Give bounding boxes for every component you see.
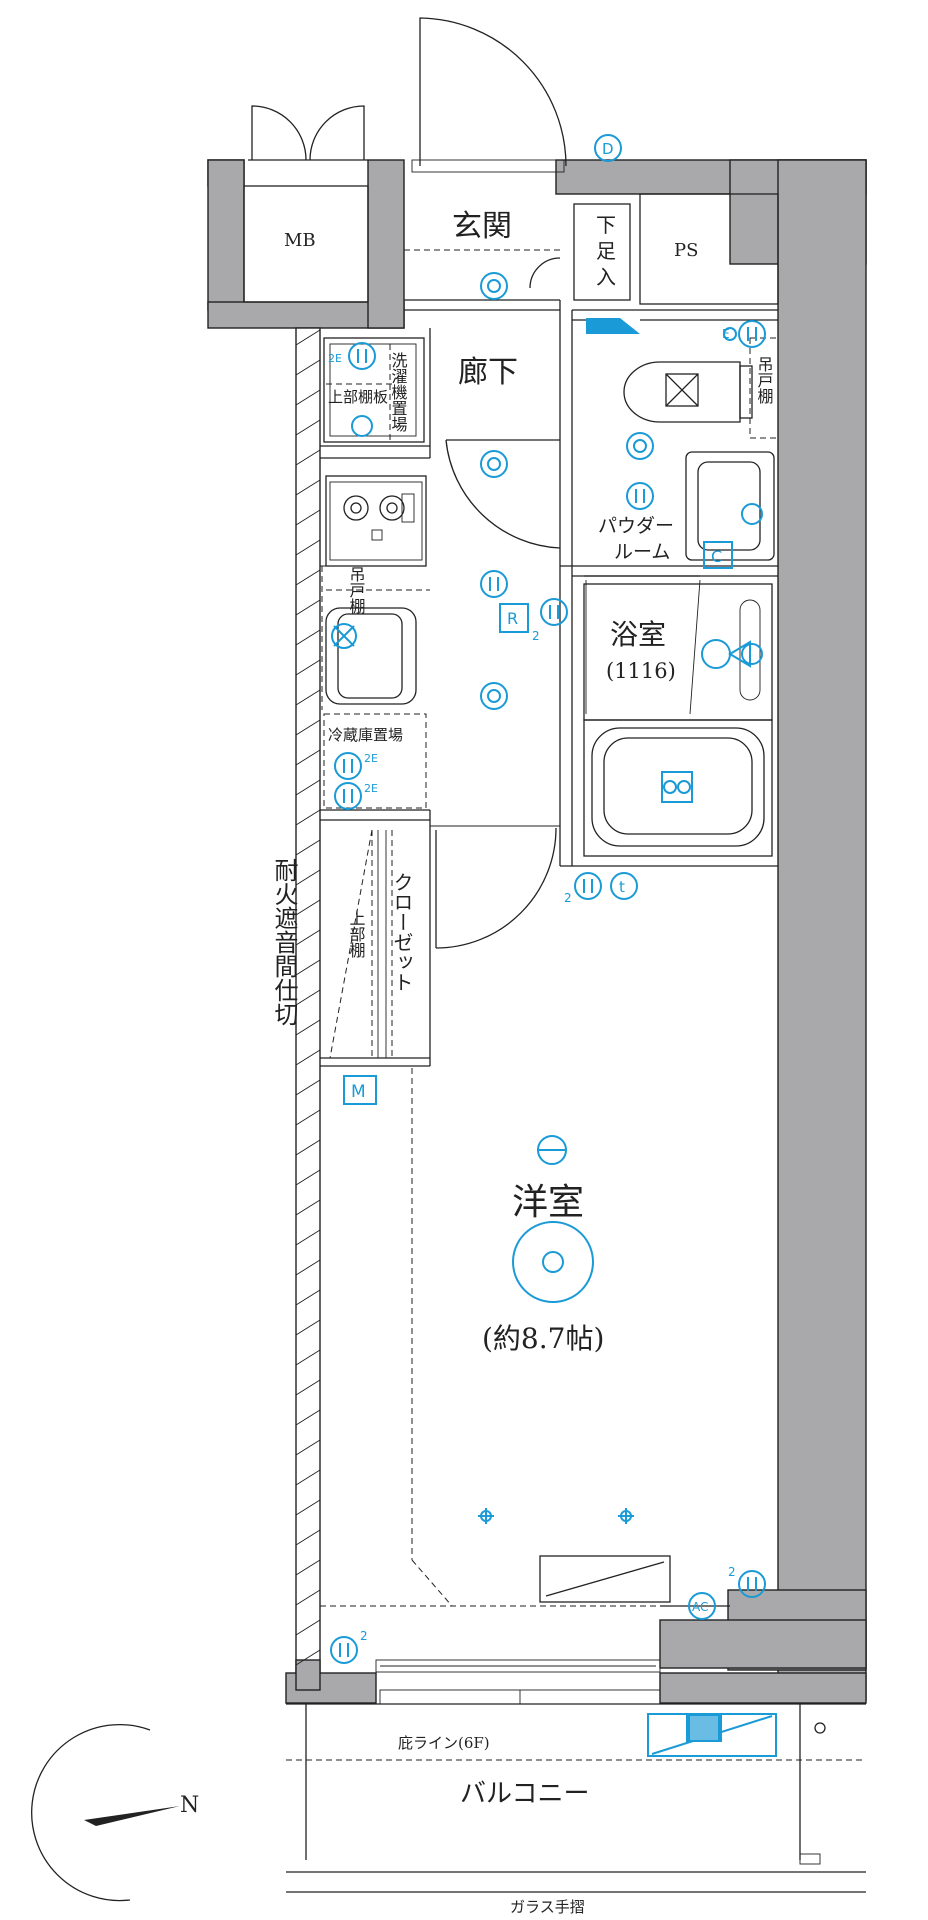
laundry-area — [323, 337, 425, 443]
equipment — [330, 134, 766, 1664]
fridge-label: 冷蔵庫置場 — [328, 726, 403, 744]
m-symbol-label: M — [351, 1082, 366, 1102]
r-symbol-label: R — [507, 609, 518, 628]
r-two-label: 2 — [532, 629, 540, 643]
shoe-box-char-2: 足 — [596, 239, 616, 263]
closet-label: クローゼット — [390, 872, 414, 992]
shoe-box-char-1: 下 — [596, 213, 616, 237]
hallway-label: 廊下 — [458, 355, 518, 390]
glass-rail-label: ガラス手摺 — [510, 1898, 585, 1916]
bath-fixtures — [583, 583, 773, 857]
north-label: N — [180, 1793, 199, 1818]
bath-outlet-two: 2 — [564, 891, 572, 905]
compass — [31, 1723, 180, 1902]
fire-wall-label: 耐火遮音間仕切 — [270, 858, 298, 1026]
eaves-label: 庇ライン(6F) — [398, 1734, 490, 1752]
labels: 玄関 下 足 入 MB PS 廊下 洗濯機置場 上部棚板 吊戸棚 冷蔵庫置場 吊… — [180, 209, 774, 1916]
mb-label: MB — [284, 230, 316, 251]
ac-outlet-two: 2 — [728, 1565, 736, 1579]
shoe-box-char-3: 入 — [596, 265, 616, 289]
balcony — [286, 1703, 866, 1893]
fire-wall-hatch — [295, 329, 321, 1666]
powder-fixtures — [623, 337, 779, 561]
powder-room-label-2: ルーム — [614, 541, 670, 563]
laundry-two-e: 2E — [328, 352, 342, 365]
kitchen — [320, 475, 430, 1059]
western-room-details — [320, 1068, 730, 1705]
balcony-label: バルコニー — [460, 1779, 589, 1809]
western-size-label: (約8.7帖) — [482, 1322, 604, 1355]
c-symbol-label: C — [711, 547, 722, 566]
fridge-two-e-2: 2E — [364, 782, 378, 795]
e-symbol-label: E — [722, 327, 730, 341]
bath-label: 浴室 — [610, 618, 666, 651]
kitchen-hanging-shelf-label: 吊戸棚 — [347, 566, 366, 615]
powder-hanging-shelf-label: 吊戸棚 — [755, 356, 774, 405]
interior-doors — [435, 439, 701, 949]
symbol-labels: D E C R 2 M AC t 2 2 2 2E 2E 2E — [328, 140, 736, 1643]
ac-symbol-label: AC — [692, 1600, 708, 1614]
balcony-outlet-two: 2 — [360, 1629, 368, 1643]
laundry-label: 洗濯機置場 — [389, 352, 408, 433]
genkan-label: 玄関 — [452, 209, 512, 244]
d-symbol-label: D — [602, 140, 614, 158]
upper-shelf-label: 上部棚 — [347, 910, 366, 959]
western-room-label: 洋室 — [512, 1182, 584, 1223]
mb-room — [243, 105, 369, 303]
entrance-door — [411, 17, 567, 173]
t-symbol-label: t — [619, 878, 625, 896]
walls — [207, 159, 867, 1704]
ps-label: PS — [674, 240, 698, 261]
upper-shelf-board-label: 上部棚板 — [328, 388, 388, 406]
bath-size-label: (1116) — [606, 659, 676, 683]
fridge-two-e-1: 2E — [364, 752, 378, 765]
powder-room-label-1: パウダー — [598, 515, 674, 537]
